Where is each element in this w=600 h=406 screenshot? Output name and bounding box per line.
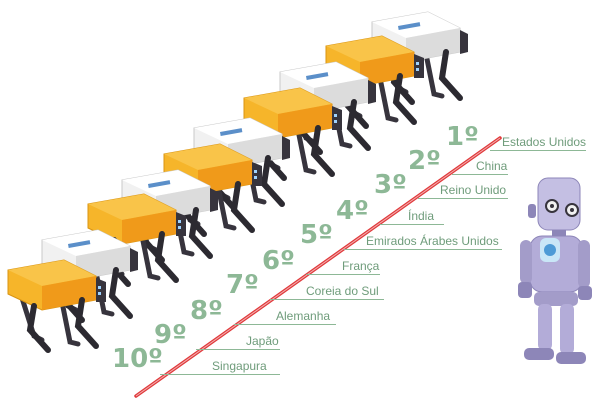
rank-number: 8º [190, 296, 223, 326]
underline [418, 198, 508, 199]
rank-number: 1º [446, 122, 479, 152]
country-label: Singapura [212, 359, 267, 373]
underline [306, 274, 380, 275]
country-label: Estados Unidos [502, 135, 587, 149]
rank-number: 6º [262, 246, 295, 276]
country-label: Coreia do Sul [306, 284, 379, 298]
robot-dog-icon [8, 260, 106, 350]
rank-number: 7º [226, 270, 259, 300]
underline [344, 249, 502, 250]
underline [160, 374, 280, 375]
rank-number: 3º [374, 170, 407, 200]
underline [270, 299, 384, 300]
country-label: Emirados Árabes Unidos [366, 234, 499, 248]
humanoid-robot-icon [518, 177, 592, 364]
country-label: Alemanha [276, 309, 331, 323]
underline [196, 349, 280, 350]
rank-number: 5º [300, 220, 333, 250]
rank-number: 4º [336, 196, 369, 226]
underline [452, 174, 508, 175]
underline [490, 150, 586, 151]
rank-number: 10º [112, 344, 163, 374]
country-label: Japão [246, 334, 279, 348]
underline [380, 224, 444, 225]
country-label: Reino Unido [440, 183, 507, 197]
rank-number: 2º [408, 146, 441, 176]
country-label: França [342, 259, 380, 273]
underline [234, 324, 336, 325]
country-label: China [476, 159, 508, 173]
rank-number: 9º [154, 320, 187, 350]
country-label: Índia [408, 209, 435, 223]
